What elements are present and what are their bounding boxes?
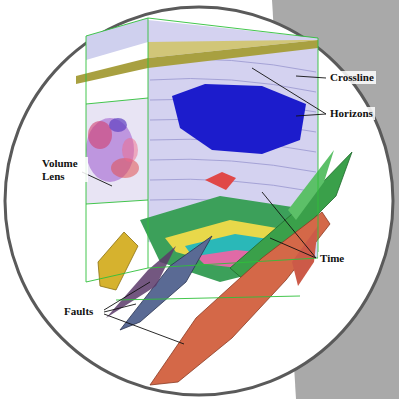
callout-label: Horizons	[328, 107, 375, 120]
fault-surfaces-part	[106, 246, 176, 318]
leader-lines-part	[104, 304, 136, 312]
leader-lines-part	[252, 68, 326, 114]
wireframe-box-part	[148, 18, 149, 268]
leader-lines	[82, 68, 326, 344]
top-horizon-part	[148, 40, 318, 58]
wireframe-box-part	[86, 200, 148, 204]
wireframe-box-part	[86, 18, 318, 258]
blue-horizon-part	[205, 172, 236, 190]
lens-speckle	[86, 118, 139, 182]
wireframe-box-part	[148, 258, 318, 268]
wireframe-box-part	[86, 98, 148, 104]
circle-frame-part	[5, 7, 393, 395]
callout-label: Crossline	[328, 71, 376, 84]
leader-lines-part	[296, 76, 326, 78]
lens-speckle-part	[109, 118, 127, 132]
lens-speckle-part	[88, 121, 112, 149]
lens-speckle-part	[111, 158, 139, 178]
leader-lines-part	[104, 314, 184, 344]
volume-lens-cube	[86, 98, 148, 204]
callout-label: Faults	[62, 305, 95, 318]
fault-surfaces	[98, 150, 352, 385]
leader-lines-part	[270, 238, 316, 258]
callout-label: Time	[318, 252, 346, 265]
wireframe-box-part	[116, 296, 300, 300]
wireframe-box-part	[86, 36, 148, 282]
lens-speckle-part	[122, 138, 138, 162]
fault-surfaces-part	[288, 150, 334, 220]
blue-horizon	[172, 84, 306, 190]
circle-frame	[5, 7, 393, 395]
leader-lines-part	[296, 114, 326, 116]
leader-lines-part	[262, 192, 316, 258]
callout-label: Volume Lens	[40, 157, 88, 182]
seismic-traces-part	[150, 159, 316, 172]
wireframe-box	[86, 18, 318, 300]
volume-lens-cube-part	[86, 98, 148, 204]
fault-surfaces-part	[98, 232, 138, 290]
top-horizon-part	[86, 18, 148, 60]
blue-horizon-part	[172, 84, 306, 154]
